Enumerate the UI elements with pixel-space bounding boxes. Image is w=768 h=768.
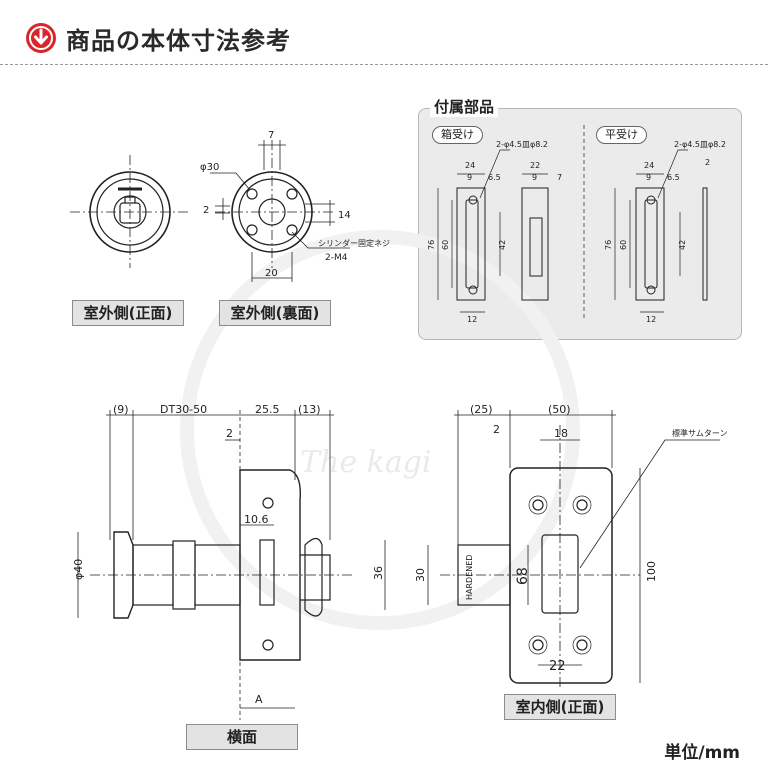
hardened-stamp: HARDENED [465,555,474,600]
flat-w9: 9 [646,173,651,182]
dim-phi40: φ40 [72,559,85,580]
box-w7: 7 [557,173,562,182]
box-h76: 76 [427,240,436,250]
dim-offset-left: 2 [203,205,209,216]
dim-68: 68 [515,567,531,585]
dim-width-top: 7 [268,130,274,141]
page-title: 商品の本体寸法参考 [66,26,291,55]
flat-w2: 2 [705,158,710,167]
dim-22: 22 [549,659,566,674]
flat-h76: 76 [604,240,613,250]
interior-front-label: 室内側(正面) [504,694,616,720]
dim-30: 30 [414,568,427,582]
box-strike-label: 箱受け [432,126,483,144]
dim-2b: 2 [493,423,500,436]
dim-2: 2 [226,427,233,440]
parts-title: 付属部品 [430,96,499,117]
flat-h60: 60 [619,240,628,250]
flat-w12: 12 [646,315,656,324]
screw-note-2: 2-M4 [325,253,348,263]
dim-a: A [255,693,263,706]
box-w22: 22 [530,161,540,170]
exterior-back-label: 室外側(裏面) [219,300,331,326]
box-w24: 24 [465,161,475,170]
exterior-front-label: 室外側(正面) [72,300,184,326]
parts-drawings [437,125,708,320]
dim-bottom: 20 [265,268,278,279]
flat-hole-note: 2-φ4.5皿φ8.2 [674,140,726,149]
screw-note-1: シリンダー固定ネジ [318,238,390,248]
box-w9b: 9 [532,173,537,182]
dim-25: (25) [470,403,493,416]
header-divider [0,64,768,65]
box-h42: 42 [498,240,507,250]
side-view-drawing [77,410,386,720]
interior-front-drawing [427,410,720,690]
box-hole-note: 2-φ4.5皿φ8.2 [496,140,548,149]
flat-h42: 42 [678,240,687,250]
down-arrow-icon [26,23,56,53]
watermark-text: The kagi [300,445,432,480]
dim-106: 10.6 [244,513,269,526]
box-w65: 6.5 [488,173,501,182]
flat-w24: 24 [644,161,654,170]
unit-label: 単位/mm [664,743,740,763]
flat-strike-label: 平受け [596,126,647,144]
parts-dim-text: 2-φ4.5皿φ8.2 24 9 6.5 22 9 7 76 60 42 12 … [427,140,726,324]
dim-diameter: φ30 [200,162,219,173]
dim-36: 36 [372,566,385,580]
page-header: 商品の本体寸法参考 [26,18,291,58]
dim-dt: DT30-50 [160,403,207,416]
side-view-label: 横面 [186,724,298,750]
dim-18: 18 [554,427,568,440]
dim-100: 100 [645,561,658,582]
dim-height-right: 14 [338,210,351,221]
dim-13: (13) [298,403,321,416]
interior-front-dim-text: (25) (50) 2 18 30 68 100 22 HARDENED 標準サ… [414,403,727,674]
side-view-dim-text: (9) DT30-50 25.5 (13) 2 10.6 φ40 36 A [72,403,385,706]
thumbturn-note: 標準サムターン [672,428,727,438]
box-h60: 60 [441,240,450,250]
exterior-front-drawing [70,155,190,268]
dim-9: (9) [113,403,129,416]
dim-50: (50) [548,403,571,416]
exterior-back-drawing [210,140,350,282]
box-w12: 12 [467,315,477,324]
flat-w65: 6.5 [667,173,680,182]
dim-255: 25.5 [255,403,280,416]
box-w9: 9 [467,173,472,182]
exterior-back-dim-text: 7 φ30 2 14 20 シリンダー固定ネジ 2-M4 [200,130,390,279]
